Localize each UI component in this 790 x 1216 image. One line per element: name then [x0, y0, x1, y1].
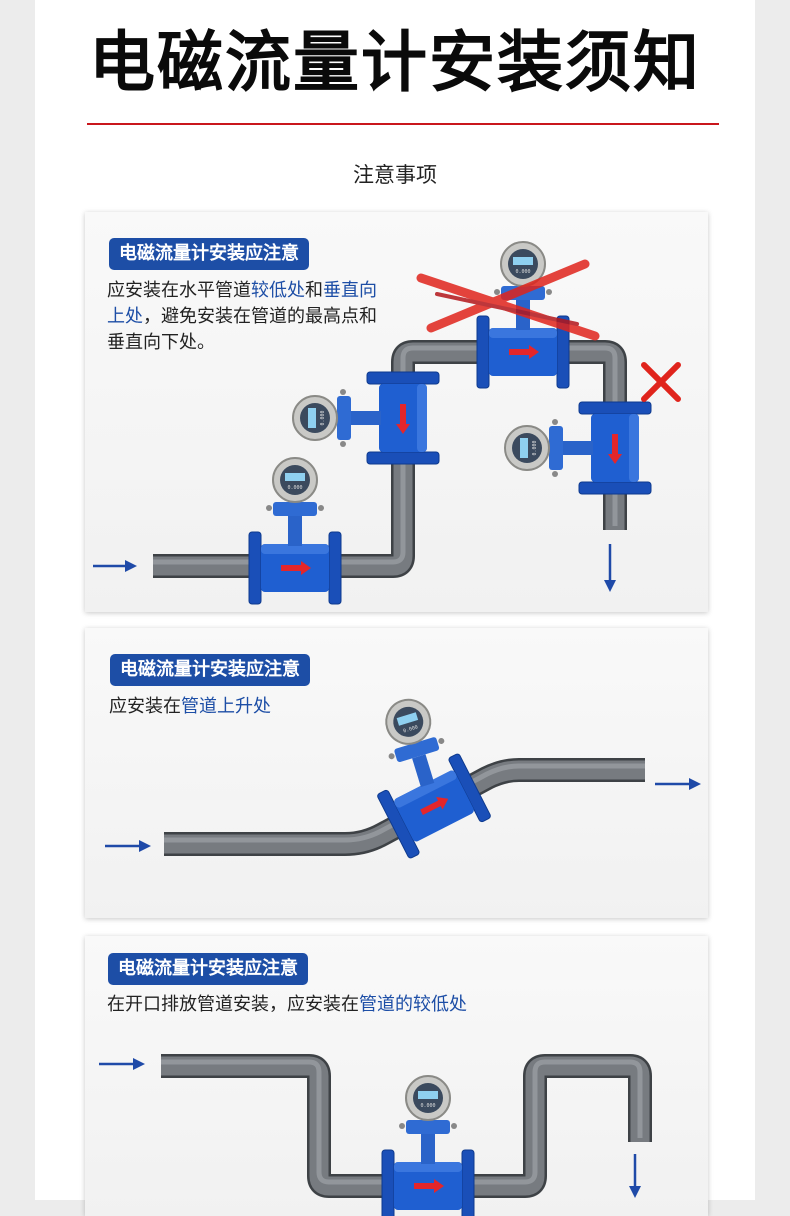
display-readout: 0.000 — [532, 440, 538, 455]
converter-head: 0.000 — [399, 1075, 457, 1164]
display-readout: 0.000 — [403, 724, 419, 734]
flow-meter-icon: 0.000 — [381, 1075, 475, 1216]
flow-arrow-icon — [604, 544, 616, 592]
title-divider — [87, 123, 719, 125]
flow-meter-icon: 0.000 — [292, 371, 440, 465]
description-line: 上处，避免安装在管道的最高点和 — [107, 304, 417, 330]
highlight-text: 管道上升处 — [181, 696, 271, 717]
highlight-text: 垂直向 — [323, 280, 377, 301]
flow-meter-icon: 0.000 — [377, 698, 491, 859]
description-text: 垂直向下处。 — [107, 332, 215, 353]
display-readout: 0.000 — [420, 1103, 435, 1109]
page-title: 电磁流量计安装须知 — [89, 24, 701, 101]
display-readout: 0.000 — [320, 410, 326, 425]
piping-diagram: 0.000 — [99, 1054, 652, 1216]
flow-meter-icon: 0.000 — [248, 457, 342, 605]
flow-arrow-icon — [99, 1058, 145, 1070]
panel-open-drain: 电磁流量计安装应注意 在开口排放管道安装，应安装在管道的较低处 0.000 — [85, 936, 708, 1216]
flow-arrow-icon — [655, 778, 701, 790]
description-text: 在开口排放管道安装，应安装在 — [107, 994, 359, 1015]
description-line: 应安装在管道上升处 — [109, 694, 509, 720]
flow-arrow-icon — [93, 560, 137, 572]
converter-head: 0.000 — [292, 389, 381, 447]
converter-head: 0.000 — [385, 698, 445, 788]
flow-meter-icon: 0.000 — [504, 401, 652, 495]
cross-mark-icon — [416, 259, 600, 341]
description-text: 应安装在 — [109, 696, 181, 717]
description-text: ，避免安装在管道的最高点和 — [143, 306, 377, 327]
highlight-text: 上处 — [107, 306, 143, 327]
description-text: 和 — [305, 280, 323, 301]
flow-arrow-icon — [105, 840, 151, 852]
description-text: 应安装在水平管道 — [107, 280, 251, 301]
description-line: 在开口排放管道安装，应安装在管道的较低处 — [107, 992, 607, 1018]
panel-badge: 电磁流量计安装应注意 — [110, 654, 310, 686]
display-readout: 0.000 — [287, 485, 302, 491]
highlight-text: 管道的较低处 — [359, 994, 467, 1015]
description-line: 应安装在水平管道较低处和垂直向 — [107, 278, 417, 304]
pipe — [153, 340, 627, 578]
piping-diagram: 0.000 — [105, 698, 701, 859]
panel-badge: 电磁流量计安装应注意 — [108, 953, 308, 985]
panel-badge: 电磁流量计安装应注意 — [109, 238, 309, 270]
pipe — [161, 1054, 652, 1198]
panel-horizontal-vertical: 电磁流量计安装应注意 应安装在水平管道较低处和垂直向上处，避免安装在管道的最高点… — [85, 212, 708, 612]
panel-description: 应安装在水平管道较低处和垂直向上处，避免安装在管道的最高点和垂直向下处。 — [107, 278, 417, 356]
page: 电磁流量计安装须知 注意事项 电磁流量计安装应注意 应安装在水平管道较低处和垂直… — [35, 0, 755, 1216]
converter-head: 0.000 — [266, 457, 324, 546]
page-subtitle: 注意事项 — [353, 163, 437, 187]
display-readout: 0.000 — [515, 269, 530, 275]
converter-head: 0.000 — [504, 419, 593, 477]
flow-arrow-icon — [629, 1154, 641, 1198]
panel-description: 应安装在管道上升处 — [109, 694, 509, 720]
cross-mark-icon — [641, 362, 681, 402]
highlight-text: 较低处 — [251, 280, 305, 301]
panel-description: 在开口排放管道安装，应安装在管道的较低处 — [107, 992, 607, 1018]
panel-rising-pipe: 电磁流量计安装应注意 应安装在管道上升处 0.000 — [85, 628, 708, 918]
piping-diagram: 0.000 0.000 0.000 0.000 — [93, 241, 681, 605]
description-line: 垂直向下处。 — [107, 330, 417, 356]
